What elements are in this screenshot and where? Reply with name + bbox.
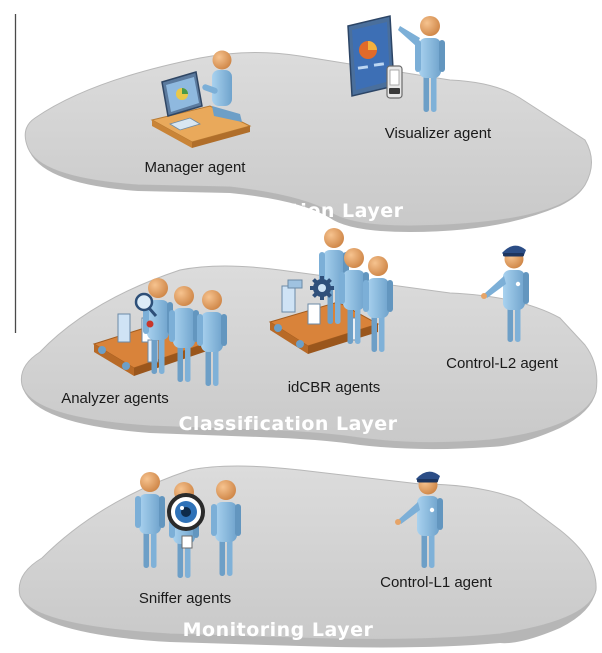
eye-team-icon: [135, 472, 241, 578]
control-l1-agent-label: Control-L1 agent: [380, 574, 493, 591]
desk-worker-icon: [150, 50, 252, 148]
analyzer-agents-label: Analyzer agents: [61, 390, 169, 407]
visualizer-agent-label: Visualizer agent: [385, 125, 492, 142]
administration-layer-label: Administration Layer: [168, 200, 403, 222]
conveyor-gear-team-icon: [268, 228, 393, 354]
sniffer-agents-label: Sniffer agents: [139, 590, 231, 607]
manager-agent-label: Manager agent: [145, 159, 247, 176]
classification-layer-label: Classification Layer: [178, 413, 397, 435]
idcbr-agents-label: idCBR agents: [288, 379, 381, 396]
presenter-with-screen-icon: [347, 15, 445, 112]
conveyor-magnifier-team-icon: [92, 278, 227, 386]
monitoring-layer-label: Monitoring Layer: [183, 619, 374, 641]
control-l2-agent-label: Control-L2 agent: [446, 355, 559, 372]
